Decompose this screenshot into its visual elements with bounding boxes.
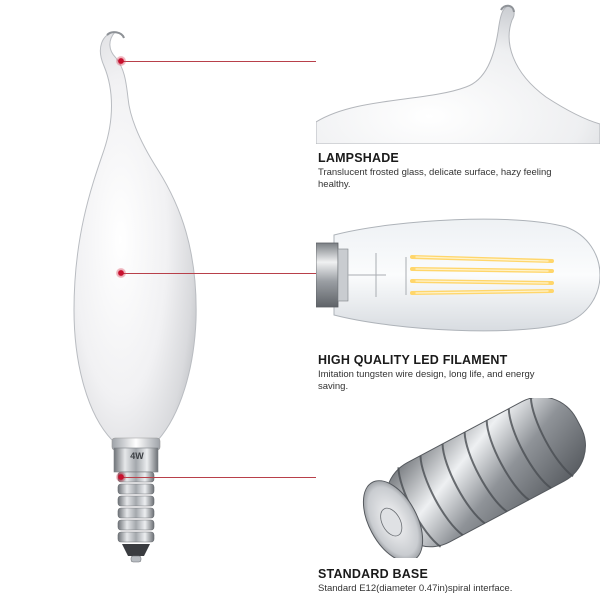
feature-desc-lampshade: Translucent frosted glass, delicate surf… (318, 167, 552, 190)
feature-title-filament: HIGH QUALITY LED FILAMENT (318, 353, 508, 367)
lampshade-closeup-image (316, 2, 600, 144)
callout-line-base (121, 477, 316, 478)
main-bulb-image: 4W (30, 20, 250, 580)
callout-dot-lampshade (116, 56, 126, 66)
feature-title-lampshade: LAMPSHADE (318, 151, 399, 165)
callout-line-lampshade (121, 61, 316, 62)
wattage-marking: 4W (130, 451, 144, 461)
filament-closeup-image (316, 205, 600, 345)
callout-dot-filament (116, 268, 126, 278)
feature-desc-base: Standard E12(diameter 0.47in)spiral inte… (318, 583, 513, 594)
callout-line-filament (121, 273, 316, 274)
callout-dot-base (116, 472, 126, 482)
feature-title-base: STANDARD BASE (318, 567, 429, 581)
base-closeup-image (316, 398, 600, 558)
feature-desc-filament: Imitation tungsten wire design, long lif… (318, 369, 535, 392)
